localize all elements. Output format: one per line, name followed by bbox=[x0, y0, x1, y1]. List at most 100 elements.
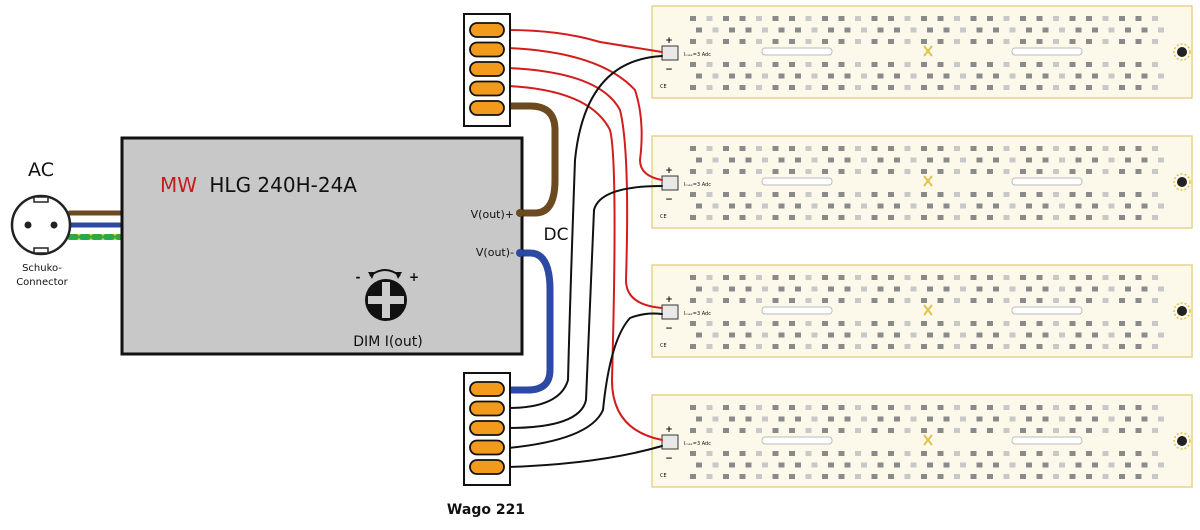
led-chip bbox=[690, 474, 696, 479]
led-chip bbox=[762, 462, 768, 468]
red-wire-strip-2 bbox=[507, 47, 663, 181]
led-chip bbox=[1152, 215, 1158, 220]
led-chip bbox=[838, 451, 845, 456]
led-chip bbox=[789, 298, 795, 303]
led-chip bbox=[937, 85, 944, 90]
led-chip bbox=[1125, 157, 1131, 163]
led-chip bbox=[762, 332, 768, 338]
led-strip-board bbox=[651, 5, 1193, 99]
led-chip bbox=[696, 73, 702, 79]
led-chip bbox=[1102, 428, 1109, 433]
led-chip bbox=[1020, 344, 1026, 349]
led-chip bbox=[1003, 275, 1010, 280]
strip-cut-mark bbox=[923, 175, 933, 187]
led-chip bbox=[772, 169, 779, 174]
led-chip bbox=[871, 298, 878, 303]
led-chip bbox=[877, 27, 884, 33]
led-chip bbox=[921, 405, 927, 410]
led-chip bbox=[1092, 203, 1098, 209]
led-chip bbox=[1059, 286, 1065, 292]
led-strip-board bbox=[651, 135, 1193, 229]
strip-connector bbox=[661, 304, 679, 320]
led-chip bbox=[1102, 169, 1109, 174]
led-chip bbox=[838, 474, 845, 479]
led-chip bbox=[1141, 332, 1148, 338]
strip-minus-label: − bbox=[665, 454, 673, 464]
led-chip bbox=[921, 215, 927, 220]
strip-minus-label: − bbox=[665, 65, 673, 75]
led-chip bbox=[1053, 344, 1059, 349]
led-chip bbox=[888, 428, 894, 433]
psu-brand: MW bbox=[160, 173, 197, 197]
led-chip bbox=[871, 321, 878, 326]
led-chip bbox=[861, 27, 867, 33]
led-chip bbox=[1009, 416, 1016, 422]
led-chip bbox=[970, 85, 977, 90]
led-chip bbox=[811, 203, 818, 209]
led-chip bbox=[904, 215, 911, 220]
led-chip bbox=[894, 73, 900, 79]
led-chip bbox=[805, 215, 812, 220]
led-chip bbox=[970, 62, 977, 67]
led-chip bbox=[1059, 332, 1065, 338]
led-chip bbox=[1092, 462, 1098, 468]
led-chip bbox=[1026, 462, 1032, 468]
led-chip bbox=[888, 451, 894, 456]
led-chip bbox=[960, 286, 966, 292]
led-chip bbox=[877, 332, 884, 338]
led-chip bbox=[1135, 146, 1142, 151]
strip-connector bbox=[661, 434, 679, 450]
led-chip bbox=[1020, 474, 1026, 479]
led-chip bbox=[1102, 16, 1109, 21]
wago-lever bbox=[469, 61, 505, 77]
led-chip bbox=[1036, 85, 1043, 90]
led-chip bbox=[904, 321, 911, 326]
led-chip bbox=[861, 286, 867, 292]
led-chip bbox=[888, 85, 894, 90]
led-chip bbox=[1135, 275, 1142, 280]
led-chip bbox=[739, 62, 746, 67]
led-chip bbox=[1108, 416, 1115, 422]
led-chip bbox=[723, 146, 729, 151]
led-chip bbox=[1075, 462, 1082, 468]
led-chip bbox=[1086, 321, 1092, 326]
led-chip bbox=[1108, 286, 1115, 292]
wago-lever bbox=[469, 459, 505, 475]
led-chip bbox=[822, 321, 828, 326]
led-chip bbox=[1036, 344, 1043, 349]
led-chip bbox=[1135, 298, 1142, 303]
led-chip bbox=[921, 321, 927, 326]
led-chip bbox=[828, 332, 834, 338]
led-chip bbox=[778, 27, 785, 33]
led-chip bbox=[805, 85, 812, 90]
led-chip bbox=[756, 146, 762, 151]
led-chip bbox=[1102, 146, 1109, 151]
psu-body bbox=[120, 136, 524, 356]
led-chip bbox=[805, 39, 812, 44]
led-chip bbox=[762, 27, 768, 33]
led-chip bbox=[976, 332, 983, 338]
red-wire-strip-1 bbox=[507, 29, 663, 53]
led-chip bbox=[696, 416, 702, 422]
led-chip bbox=[970, 344, 977, 349]
led-chip bbox=[871, 16, 878, 21]
led-chip bbox=[1141, 73, 1148, 79]
led-chip bbox=[772, 16, 779, 21]
led-chip bbox=[1086, 215, 1092, 220]
led-chip bbox=[970, 146, 977, 151]
led-chip bbox=[1125, 416, 1131, 422]
led-chip bbox=[921, 39, 927, 44]
led-chip bbox=[1003, 192, 1010, 197]
led-chip bbox=[844, 286, 851, 292]
led-chip bbox=[855, 405, 861, 410]
led-chip bbox=[1135, 39, 1142, 44]
led-chip bbox=[921, 146, 927, 151]
led-chip bbox=[861, 203, 867, 209]
led-chip bbox=[811, 416, 818, 422]
led-chip bbox=[987, 321, 993, 326]
schuko-pin-right bbox=[50, 221, 58, 229]
led-chip bbox=[690, 428, 696, 433]
led-chip bbox=[1026, 416, 1032, 422]
led-chip bbox=[1069, 474, 1076, 479]
